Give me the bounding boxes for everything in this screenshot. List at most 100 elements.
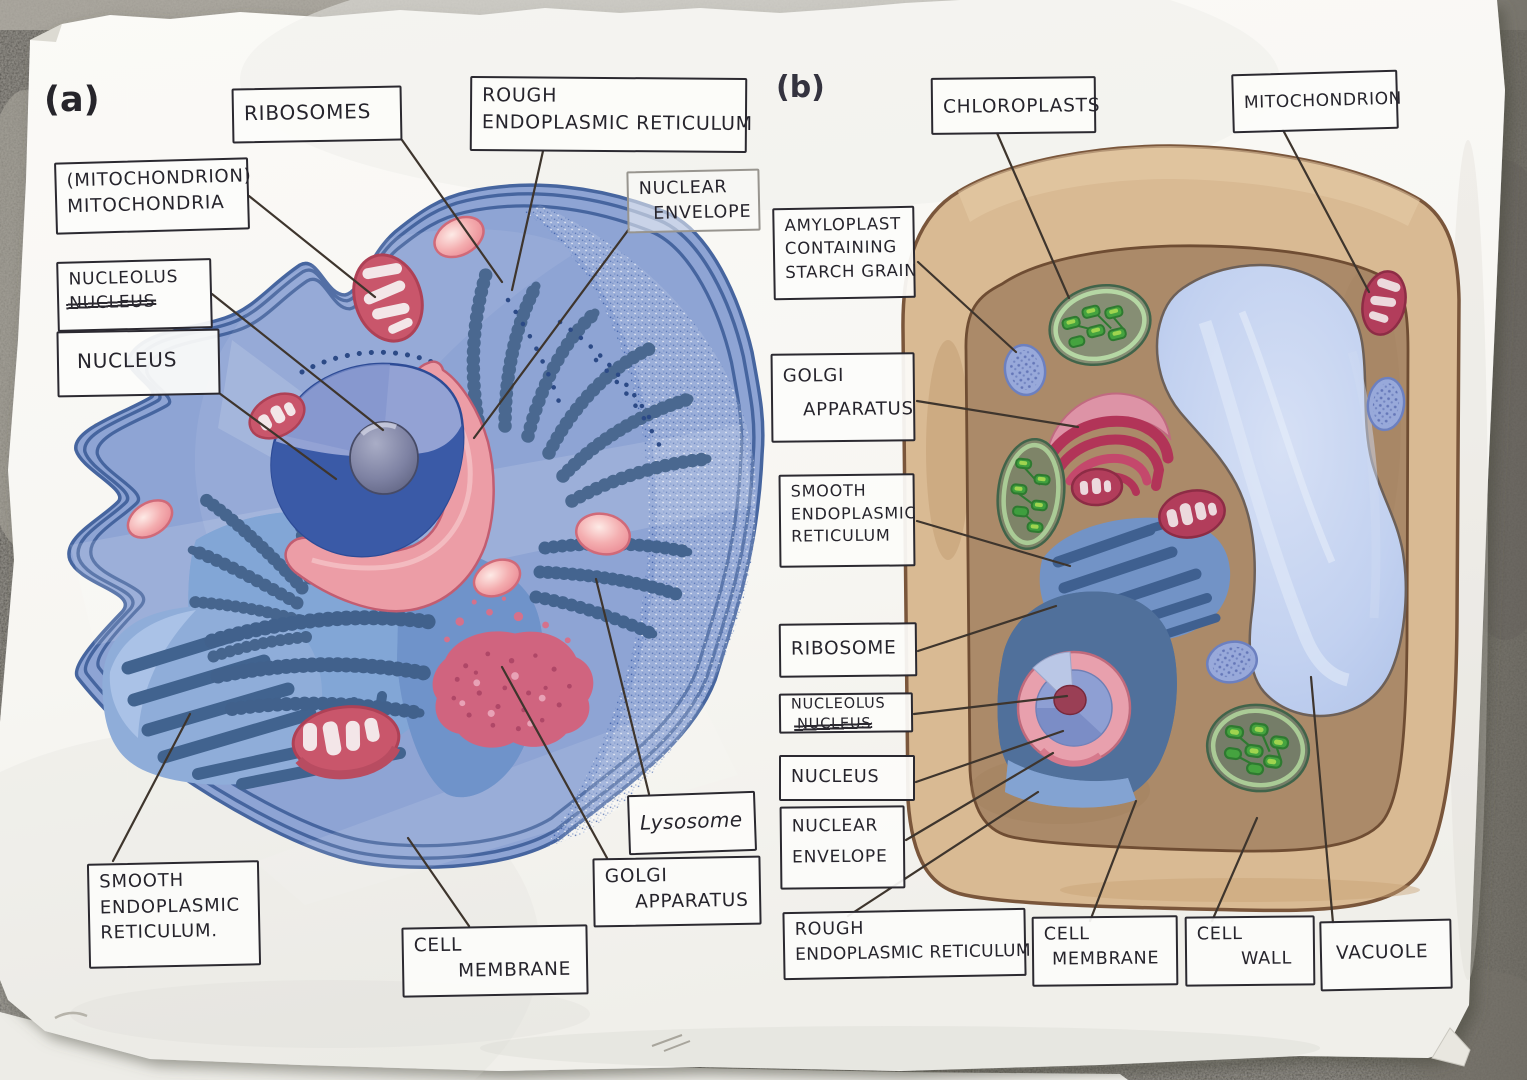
leader-ribosome-b	[916, 604, 1058, 653]
leader-mitochondria-a	[247, 194, 377, 299]
label-text: CELL	[1043, 924, 1090, 945]
label-nucleolus-a: NUCLEOLUS NUCLEUS	[56, 258, 213, 332]
leader-smooth-er-a	[111, 712, 192, 863]
label-nucleolus-b: NUCLEOLUS NUCLEUS	[778, 692, 914, 734]
label-text: SMOOTH	[790, 480, 867, 501]
label-chloroplasts-b: CHLOROPLASTS	[930, 76, 1101, 135]
label-text: CONTAINING	[784, 237, 898, 259]
label-text: CELL	[1196, 924, 1243, 945]
label-text: MITOCHONDRIA	[66, 191, 225, 217]
leader-nuclear-envelope-a	[472, 227, 631, 440]
label-text: APPARATUS	[803, 397, 914, 420]
leader-cell-membrane-b	[1088, 799, 1138, 923]
leader-nuclear-envelope-b	[904, 751, 1055, 842]
label-amyloplast-b: AMYLOPLAST CONTAINING STARCH GRAIN	[772, 205, 918, 301]
label-text: RETICULUM.	[100, 920, 219, 944]
lysosome-mid	[472, 558, 522, 598]
golgi-apparatus-animal	[432, 596, 594, 748]
label-text: ENVELOPE	[653, 201, 752, 224]
chloroplast-left	[996, 437, 1066, 551]
leader-rough-er-b	[846, 790, 1040, 918]
label-smooth-er-a: SMOOTH ENDOPLASMIC RETICULUM.	[86, 860, 262, 969]
label-text: NUCLEOLUS	[790, 695, 886, 713]
er-fronds-left	[185, 451, 317, 663]
label-nuclear-envelope-b: NUCLEAR ENVELOPE	[779, 805, 906, 890]
animal-cell-drawing	[67, 183, 765, 905]
label-text: CELL	[413, 934, 463, 957]
leader-mitochondrion-b	[1281, 128, 1371, 294]
mitochondrion-plant-topright	[1361, 270, 1407, 336]
leader-golgi-b	[915, 399, 1080, 429]
label-text: AMYLOPLAST	[784, 214, 902, 236]
nucleus-plant	[997, 591, 1177, 808]
golgi-satellites	[444, 596, 571, 644]
leader-lines	[111, 128, 1371, 928]
label-mitochondrion-b: MITOCHONDRION	[1231, 69, 1403, 134]
mitochondrion-plant-right	[1158, 489, 1226, 539]
label-mitochondria-a: (MITOCHONDRION) MITOCHONDRIA	[54, 157, 252, 235]
leader-cell-membrane-a	[406, 836, 471, 928]
label-text: STARCH GRAIN	[785, 260, 918, 282]
label-text: NUCLEUS	[76, 347, 178, 374]
label-vacuole-b: VACUOLE	[1319, 918, 1453, 992]
leader-nucleolus-b	[912, 694, 1069, 716]
label-cell-membrane-b: CELL MEMBRANE	[1031, 915, 1179, 987]
mitochondrion-animal-top	[352, 253, 424, 343]
leader-cell-wall-b	[1210, 816, 1259, 923]
halftone-texture	[525, 205, 757, 848]
label-golgi-a: GOLGI APPARATUS	[592, 855, 762, 928]
leader-nucleus-a	[217, 391, 338, 481]
label-text: ENVELOPE	[791, 846, 888, 868]
label-smooth-er-b: SMOOTH ENDOPLASMIC RETICULUM	[778, 473, 917, 568]
label-text-struck: NUCLEUS	[797, 715, 872, 733]
leader-amyloplast-b	[916, 260, 1018, 354]
mitochondrion-animal-bottom	[291, 705, 401, 780]
label-rough-er-a: ROUGH ENDOPLASMIC RETICULUM	[469, 76, 753, 153]
chloroplast-bottom	[1205, 703, 1311, 793]
panel-b-tag: (b)	[776, 70, 825, 105]
vacuole	[1155, 263, 1408, 718]
label-text: ENDOPLASMIC	[790, 502, 917, 524]
label-text: NUCLEAR	[791, 815, 879, 837]
label-nucleus-b: NUCLEUS	[779, 755, 915, 801]
label-text: NUCLEOLUS	[68, 266, 179, 290]
label-text: GOLGI	[782, 364, 845, 387]
label-rough-er-b: ROUGH ENDOPLASMIC RETICULUM	[782, 907, 1032, 981]
leader-vacuole-b	[1309, 675, 1335, 925]
leader-rough-er-a	[510, 149, 545, 292]
er-fronds-mid	[204, 610, 438, 720]
label-text: RETICULUM	[791, 525, 891, 547]
label-text: SMOOTH	[99, 869, 185, 893]
panel-a-tag: (a)	[44, 80, 100, 120]
label-text: ROUGH	[482, 84, 558, 107]
amyloplast-top	[1003, 343, 1047, 397]
label-text: CHLOROPLASTS	[942, 95, 1101, 118]
leader-smooth-er-b	[915, 519, 1072, 568]
label-text: ENDOPLASMIC RETICULUM	[794, 940, 1032, 965]
label-golgi-b: GOLGI APPARATUS	[770, 352, 916, 443]
label-text: APPARATUS	[635, 890, 749, 913]
amyloplast-right	[1366, 376, 1406, 432]
label-text: MEMBRANE	[457, 958, 572, 982]
mitochondrion-animal-left	[248, 392, 306, 440]
label-text: WALL	[1240, 948, 1293, 969]
lysosome-left	[126, 499, 174, 539]
leader-chloroplasts-b	[995, 131, 1071, 300]
label-text: GOLGI	[604, 865, 668, 888]
leader-nucleolus-a	[210, 292, 385, 432]
label-cell-membrane-a: CELL MEMBRANE	[401, 924, 589, 998]
leader-ribosomes-a	[400, 138, 504, 284]
label-text: Lysosome	[639, 807, 743, 835]
leader-golgi-a	[500, 665, 609, 860]
label-text: RIBOSOMES	[243, 99, 372, 126]
label-text: RIBOSOME	[790, 637, 897, 660]
nucleus-animal	[270, 362, 465, 558]
chloroplast-top	[1048, 283, 1152, 367]
label-ribosome-b: RIBOSOME	[778, 622, 918, 678]
label-text: MITOCHONDRION	[1243, 88, 1403, 113]
label-cell-wall-b: CELL WALL	[1184, 915, 1316, 987]
rough-er-fan	[466, 267, 714, 508]
label-text: MEMBRANE	[1051, 948, 1160, 970]
